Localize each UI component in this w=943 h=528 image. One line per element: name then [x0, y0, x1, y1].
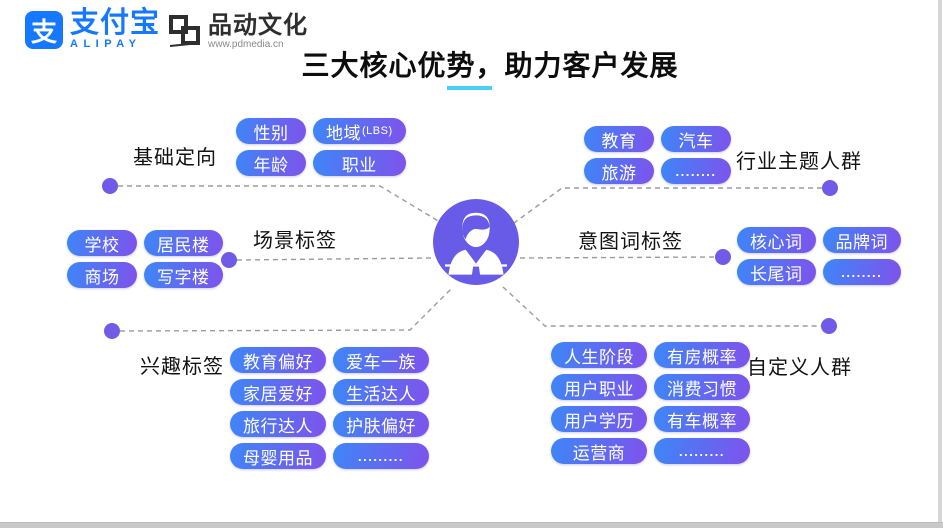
tag-pill: 有车概率	[654, 406, 750, 432]
center-user-avatar	[433, 199, 519, 285]
tag-pill: 核心词	[737, 227, 816, 253]
tag-pill: 教育	[584, 126, 654, 152]
alipay-logo-icon: 支	[25, 11, 63, 49]
tag-pill: .........	[654, 438, 750, 464]
group-label-industry-groups: 行业主题人群	[736, 151, 862, 173]
tag-pill: 年龄	[236, 150, 306, 176]
tag-pill: 汽车	[661, 126, 731, 152]
group-label-interest-tags: 兴趣标签	[140, 356, 224, 378]
tag-pill: 护肤偏好	[333, 411, 429, 437]
business-user-icon	[433, 199, 519, 285]
pill-group-scene-tags: 学校居民楼商场写字楼	[67, 230, 223, 288]
tag-pill: .........	[333, 443, 429, 469]
pill-group-basic-targeting: 性别地域(LBS) 年龄职业	[236, 118, 406, 176]
tag-pill: 品牌词	[822, 227, 901, 253]
tag-pill: 爱车一族	[333, 347, 429, 373]
alipay-subtitle: ALIPAY	[70, 38, 142, 50]
pill-group-custom-groups: 人生阶段有房概率用户职业消费习惯用户学历有车概率运营商.........	[551, 342, 750, 464]
tag-pill: ........	[822, 259, 901, 285]
tag-pill: 运营商	[551, 438, 647, 464]
tag-pill: 母婴用品	[230, 443, 326, 469]
window-bottom-edge	[0, 522, 943, 528]
tag-pill: 人生阶段	[551, 342, 647, 368]
pdmedia-logo-icon	[166, 14, 204, 50]
pdmedia-name: 品动文化	[208, 12, 308, 39]
tag-pill: 学校	[67, 230, 137, 256]
tag-pill: 生活达人	[333, 379, 429, 405]
tag-pill: 旅游	[584, 158, 654, 184]
tag-pill: 性别	[236, 118, 306, 144]
tag-pill: 用户学历	[551, 406, 647, 432]
pill-group-intent-word-tags: 核心词品牌词长尾词........	[737, 227, 901, 285]
tag-pill: 教育偏好	[230, 347, 326, 373]
tag-pill: 消费习惯	[654, 374, 750, 400]
tag-pill: 长尾词	[737, 259, 816, 285]
tag-pill: 写字楼	[144, 262, 223, 288]
group-label-basic-targeting: 基础定向	[133, 147, 217, 169]
alipay-logo-text: 支付宝 ALIPAY	[70, 8, 160, 50]
tag-pill-sub: (LBS)	[362, 125, 393, 137]
tag-pill: 旅行达人	[230, 411, 326, 437]
group-label-intent-word-tags: 意图词标签	[578, 231, 683, 253]
pill-group-interest-tags: 教育偏好爱车一族家居爱好生活达人旅行达人护肤偏好母婴用品.........	[230, 347, 429, 469]
group-label-scene-tags: 场景标签	[253, 230, 337, 252]
tag-pill: 有房概率	[654, 342, 750, 368]
alipay-badge-glyph: 支	[30, 16, 57, 47]
title-underline	[447, 86, 492, 90]
tag-pill: 地域(LBS)	[313, 118, 406, 144]
group-label-custom-groups: 自定义人群	[747, 357, 852, 379]
pill-group-industry-groups: 教育汽车旅游........	[584, 126, 731, 184]
alipay-name: 支付宝	[70, 7, 161, 39]
tag-pill: 家居爱好	[230, 379, 326, 405]
pdmedia-url: www.pdmedia.cn	[208, 39, 284, 50]
page-title: 三大核心优势，助力客户发展	[301, 50, 679, 81]
tag-pill: 居民楼	[144, 230, 223, 256]
tag-pill: 职业	[313, 150, 406, 176]
tag-pill: ........	[661, 158, 731, 184]
tag-pill: 商场	[67, 262, 137, 288]
tag-pill: 用户职业	[551, 374, 647, 400]
pdmedia-logo-text: 品动文化 www.pdmedia.cn	[208, 13, 308, 51]
window-right-edge	[938, 0, 942, 523]
